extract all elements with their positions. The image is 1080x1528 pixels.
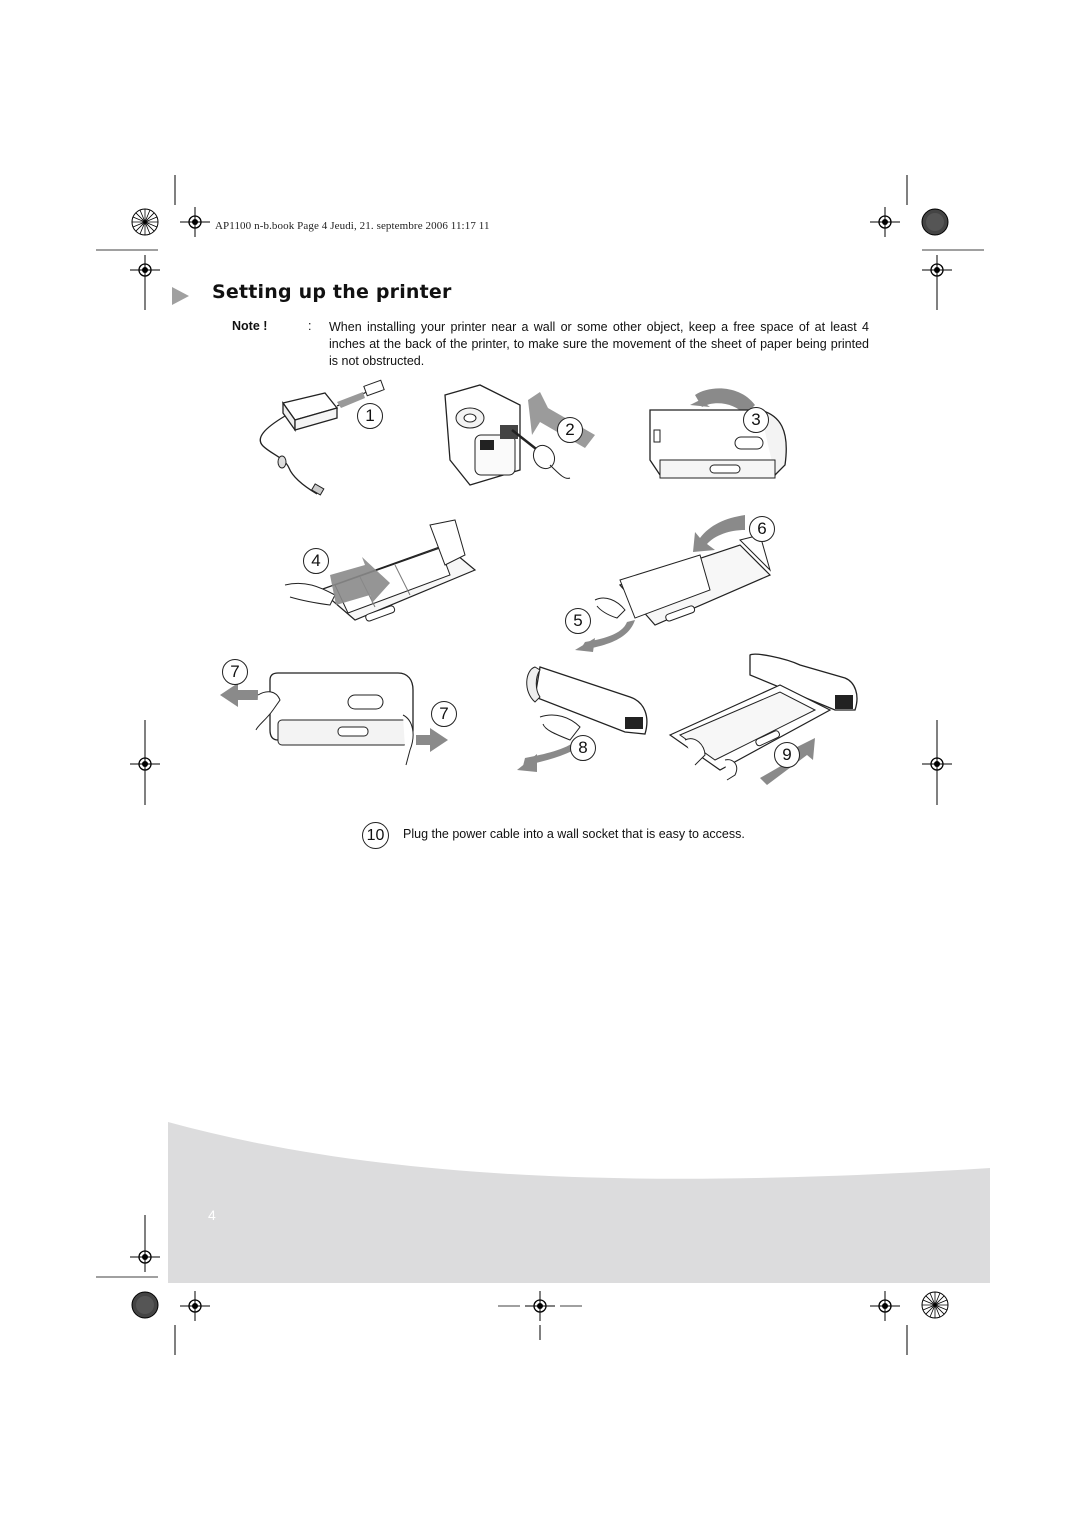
title-arrow-icon xyxy=(172,287,189,305)
note-label: Note ! xyxy=(232,319,268,333)
step-1-badge: 1 xyxy=(357,403,383,429)
load-paper-illustration xyxy=(284,519,477,622)
note-colon: : xyxy=(308,319,312,333)
note-text: When installing your printer near a wall… xyxy=(329,320,869,368)
step-4-badge: 4 xyxy=(303,548,329,574)
step-3-badge: 3 xyxy=(743,407,769,433)
step-9-badge: 9 xyxy=(774,742,800,768)
power-adapter-illustration xyxy=(259,379,385,496)
step-7-badge-right: 7 xyxy=(431,701,457,727)
insert-tray-illustration xyxy=(668,653,858,785)
step-6-badge: 6 xyxy=(749,516,775,542)
file-info-header: AP1100 n-b.book Page 4 Jeudi, 21. septem… xyxy=(215,220,490,232)
page-number: 4 xyxy=(208,1207,216,1223)
remove-tray-illustration xyxy=(517,666,648,772)
step-10-badge: 10 xyxy=(362,822,389,849)
step-2-badge: 2 xyxy=(557,417,583,443)
tray-press-illustration xyxy=(220,672,448,766)
step-5-badge: 5 xyxy=(565,608,591,634)
step-10-text: Plug the power cable into a wall socket … xyxy=(403,827,745,841)
insert-paper-illustration xyxy=(575,515,772,652)
section-title: Setting up the printer xyxy=(212,281,452,303)
step-8-badge: 8 xyxy=(570,735,596,761)
step-7-badge-left: 7 xyxy=(222,659,248,685)
